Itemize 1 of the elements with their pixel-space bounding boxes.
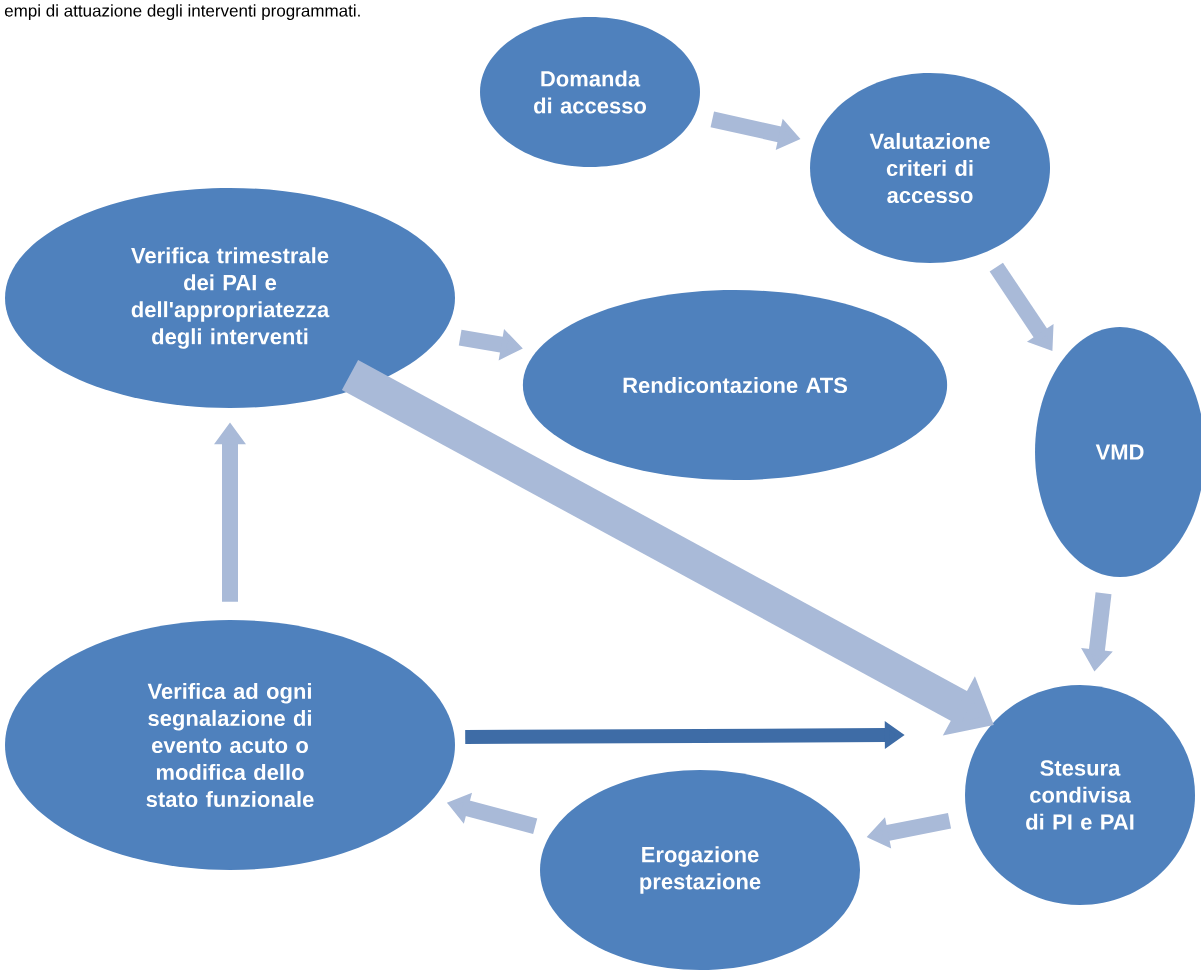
caption-text: empi di attuazione degli interventi programmati.	[4, 4, 360, 21]
